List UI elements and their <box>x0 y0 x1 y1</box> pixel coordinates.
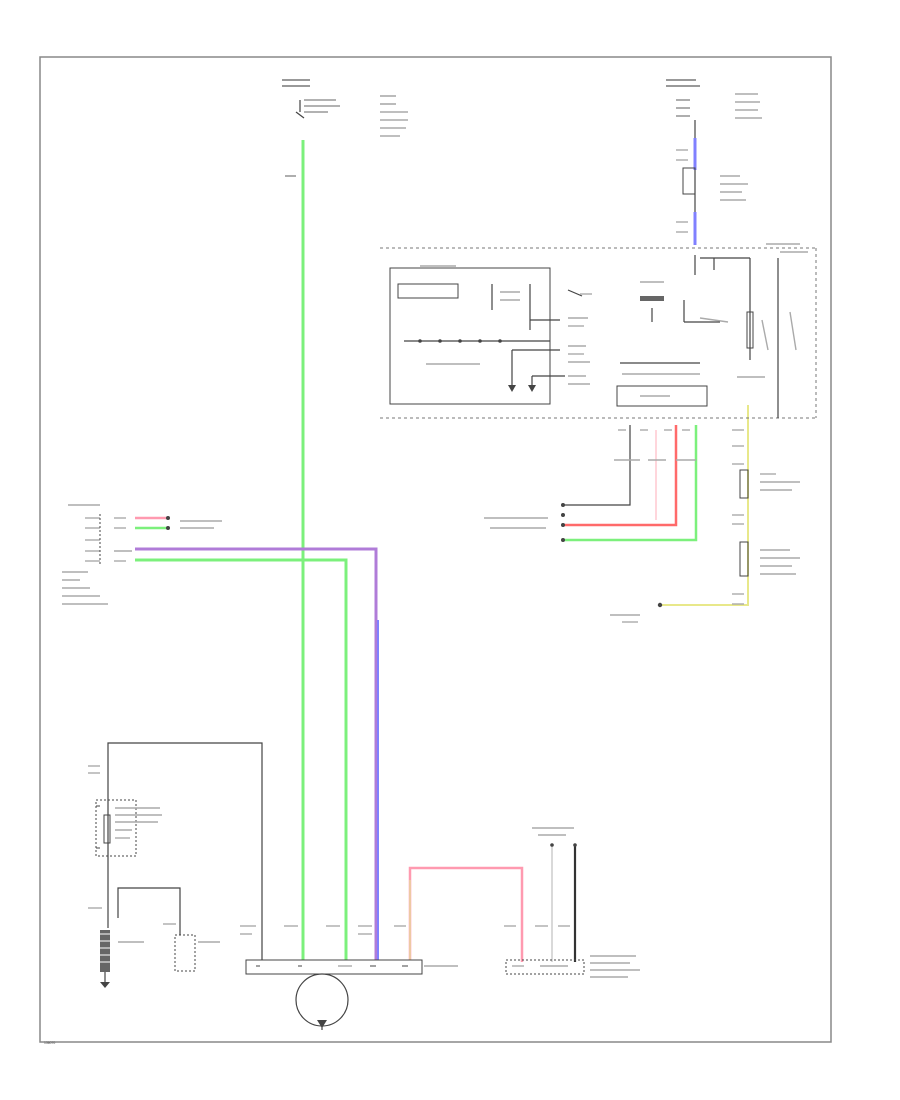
generator-connector <box>245 959 423 975</box>
green-wire-ecm <box>135 558 348 960</box>
can-junction-meter <box>484 503 565 542</box>
meter-control-module <box>616 385 708 407</box>
battery-starter-circuit <box>88 742 263 988</box>
illumination-circuit <box>610 429 800 623</box>
green-wire-meter <box>563 425 698 542</box>
red-wire-meter <box>563 425 678 527</box>
generator-icon <box>295 973 349 1027</box>
battery-icon <box>100 930 110 972</box>
diagram-border <box>39 56 832 1043</box>
page-id: 136070 <box>44 1041 55 1045</box>
meter-inner-box <box>397 283 459 299</box>
combination-meter <box>380 243 817 419</box>
meter-display-box <box>389 267 551 405</box>
body-controller-box <box>505 959 585 975</box>
fuse-right-top <box>666 79 762 233</box>
fuse-left-top <box>282 79 408 177</box>
body-controller <box>504 827 640 978</box>
engine-control-module <box>62 504 222 605</box>
purple-wire <box>135 547 378 960</box>
starter-box <box>174 934 196 972</box>
pink-wire-bottom <box>408 866 524 962</box>
meter-connector-pins <box>614 429 696 461</box>
generator <box>240 925 458 1030</box>
gray-wire-meter <box>563 425 631 506</box>
battery-ground-icon <box>100 982 110 988</box>
